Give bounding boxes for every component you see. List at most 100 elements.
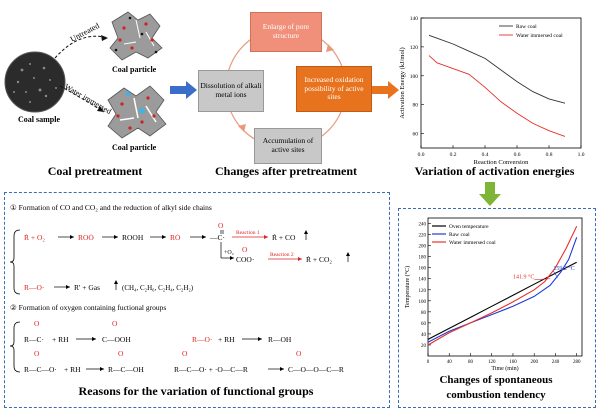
svg-text:O: O <box>182 349 188 358</box>
svg-text:O: O <box>34 349 40 358</box>
alcohol: R—OH <box>268 335 292 344</box>
y-tick-label: 120 <box>410 45 419 51</box>
x-axis-label: Reaction Conversion <box>474 159 529 166</box>
x-tick-label: 40 <box>447 360 453 365</box>
carboxylic-acid: C—OOH <box>102 335 131 344</box>
ro-radical: RȮ <box>170 233 181 242</box>
r-plus-o2: Ṙ + O₂ <box>24 233 45 242</box>
y-tick-label: 200 <box>419 245 427 250</box>
legend-label-3: Water immersed coal <box>449 240 496 246</box>
y-tick-label: 60 <box>413 132 419 138</box>
panel1-caption: Coal pretreatment <box>47 164 143 178</box>
y-axis-label: Temperature (°C) <box>404 266 411 308</box>
box-enlarge-pore: Enlarge of pore structure <box>250 12 322 52</box>
arrow-down-to-combustion <box>479 182 501 206</box>
svg-text:O: O <box>34 319 40 328</box>
y-tick-label: 140 <box>410 16 419 22</box>
r-plus-co2: Ṙ + CO₂ <box>306 255 332 264</box>
plus-rh-3: + RH <box>64 365 81 374</box>
box-accumulation: Accumulation of active sites <box>254 128 322 164</box>
x-tick-label: 120 <box>488 360 496 365</box>
panel5-caption-line1: Changes of spontaneous <box>439 374 553 386</box>
series-line-1 <box>427 261 577 340</box>
x-tick-label: 1.0 <box>578 152 585 158</box>
gas-list: (CH₄, C₂H₆, C₂H₄, C₂H₂) <box>122 284 194 292</box>
x-tick-label: 240 <box>552 360 560 365</box>
plot-area <box>427 217 583 357</box>
series-line-3 <box>427 226 578 346</box>
coal-particle-label-bottom: Coal particle <box>112 143 157 152</box>
x-tick-label: 280 <box>573 360 581 365</box>
y-tick-label: 100 <box>410 74 419 80</box>
section2-title: ② Formation of oxygen containing fuction… <box>10 303 166 312</box>
y-tick-label: 120 <box>419 289 427 294</box>
combustion-panel-border <box>398 208 596 408</box>
box-dissolution: Dissolution of alkali metal ions <box>198 70 264 112</box>
svg-text:O: O <box>242 245 248 254</box>
x-axis-label: Time (min) <box>491 365 518 372</box>
y-tick-label: 60 <box>421 322 427 327</box>
plus-rh-2: + RH <box>218 335 235 344</box>
coal-pretreatment-diagram: Untreated Water immersed Coal sample Coa… <box>4 11 167 152</box>
y-tick-label: 180 <box>419 256 427 261</box>
legend-label-1: Oven temperature <box>449 224 489 230</box>
reaction1-label: Reaction 1 <box>236 230 260 236</box>
peroxy-radical: R—C—O· <box>24 365 57 374</box>
rooh: ROOH <box>122 233 144 242</box>
coal-sample-image <box>4 51 66 113</box>
r-gas: R' + Gas <box>74 283 100 292</box>
y-tick-label: 160 <box>419 267 427 272</box>
x-tick-label: 0.2 <box>450 152 457 158</box>
annotation-water-coal-leader <box>534 278 551 281</box>
coo-radical: COO· <box>236 255 254 264</box>
reasons-reaction-scheme: ① Formation of CO and CO₂ and the reduct… <box>9 203 350 374</box>
ro-left: R—O· <box>24 283 44 292</box>
plus-rh-1: + RH <box>52 335 69 344</box>
svg-text:O: O <box>112 319 118 328</box>
coal-particle-top <box>109 11 163 61</box>
svg-text:O: O <box>296 349 302 358</box>
y-tick-label: 20 <box>421 344 427 349</box>
activation-energy-chart: 60 80 100 120 140 0.0 0.2 0.4 0.6 0.8 1.0Reaction … <box>399 16 585 166</box>
reasons-panel-border <box>4 192 390 408</box>
x-tick-label: 0.0 <box>418 152 425 158</box>
annotation-raw-coal-leader <box>553 270 558 278</box>
y-axis-label: Activation Energy (kJ/mol) <box>399 47 406 118</box>
x-tick-label: 0.8 <box>546 152 553 158</box>
reaction2-label: Reaction 2 <box>270 252 294 258</box>
panel4-caption: Reasons for the variation of functional … <box>78 384 314 398</box>
ester-product: C—O—O—C—R <box>288 365 344 374</box>
legend-label-1: Raw coal <box>516 24 537 30</box>
x-tick-label: 0.4 <box>482 152 489 158</box>
plus-o2: +O₂ <box>224 250 234 256</box>
box-accumulation-text: Accumulation of active sites <box>262 136 314 154</box>
water-immersed-label: Water immersed <box>63 82 113 116</box>
peroxy-acid: R—C—OH <box>108 365 144 374</box>
box-increased-oxidation-text: Increased oxidation possibility of activ… <box>304 75 364 102</box>
x-tick-label: 200 <box>530 360 538 365</box>
y-tick-label: 80 <box>421 311 427 316</box>
arrow-to-changes <box>170 81 197 99</box>
y-tick-label: 100 <box>419 300 427 305</box>
x-tick-label: 80 <box>468 360 474 365</box>
svg-text:R—O·: R—O· <box>192 335 212 344</box>
plot-area <box>420 17 582 149</box>
x-tick-label: 0.6 <box>514 152 521 158</box>
y-tick-label: 80 <box>413 103 419 109</box>
series-line-2 <box>428 55 566 137</box>
box-dissolution-text: Dissolution of alkali metal ions <box>200 81 262 99</box>
r-plus-co: Ṙ + CO <box>272 233 296 242</box>
aldehyde-radical: R—C· <box>24 335 44 344</box>
y-tick-label: 240 <box>419 223 427 228</box>
legend-label-2: Raw coal <box>449 232 470 238</box>
y-tick-label: 40 <box>421 333 427 338</box>
second-peroxy: R—C—O· + ·O—C—R <box>174 365 248 374</box>
series-line-1 <box>428 34 566 104</box>
x-tick-label: 160 <box>509 360 517 365</box>
coal-particle-label-top: Coal particle <box>112 65 157 74</box>
untreated-label: Untreated <box>69 21 101 44</box>
panel3-caption: Variation of activation energies <box>414 164 575 178</box>
box-enlarge-pore-text: Enlarge of pore structure <box>262 22 310 40</box>
series-line-2 <box>427 237 578 343</box>
arrow-to-activation <box>372 81 399 99</box>
